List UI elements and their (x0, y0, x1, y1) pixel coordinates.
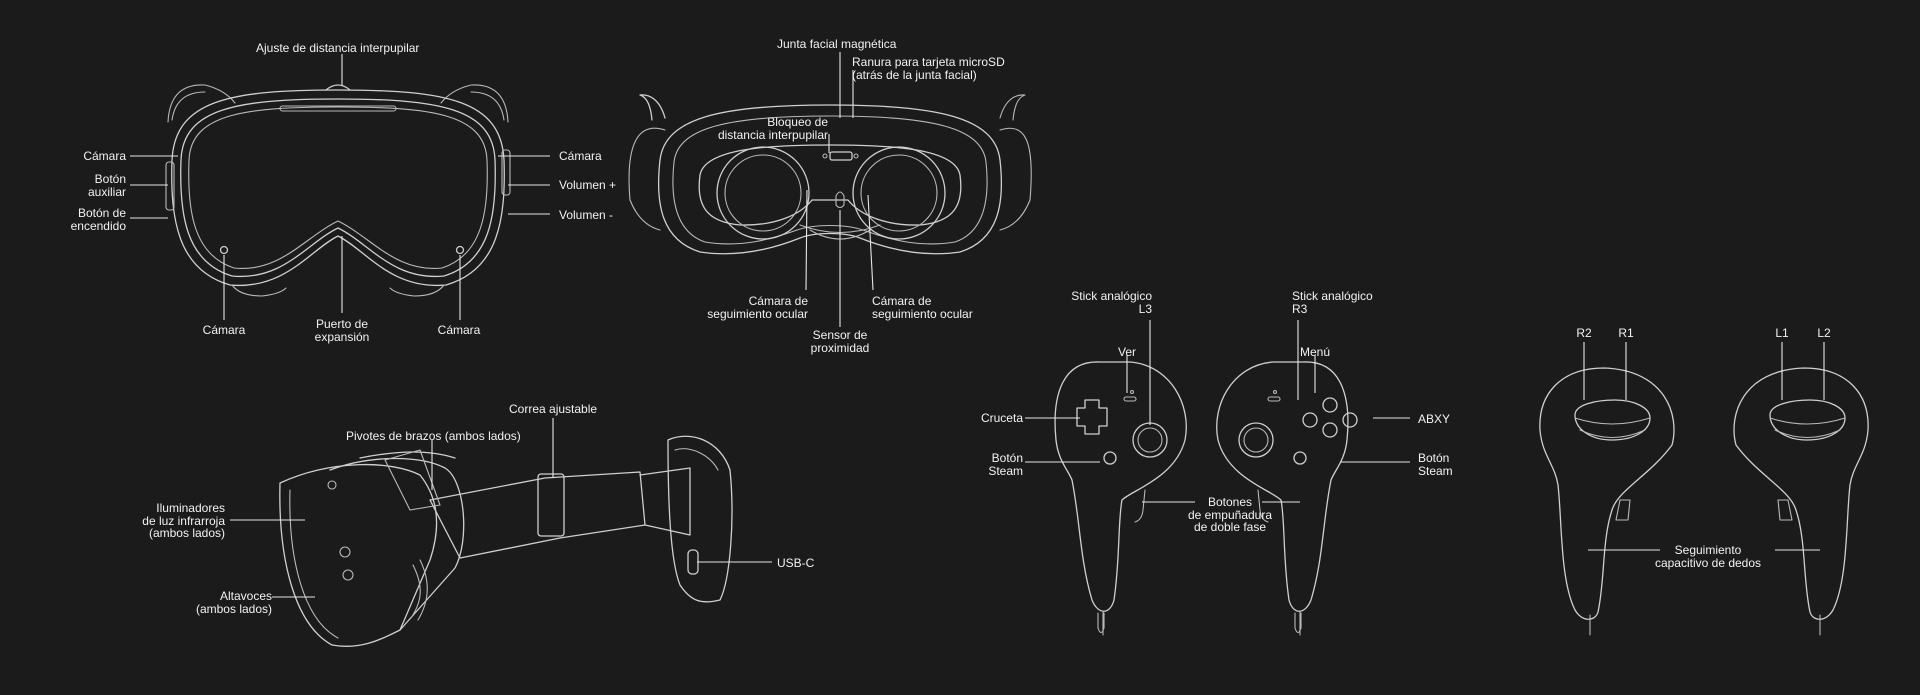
controller-right-illustration (1216, 361, 1358, 636)
label-grip-buttons: Botones de empuñadura de doble fase (1187, 495, 1273, 534)
headset-front-leaders (130, 54, 550, 320)
label-camera-bottom-left: Cámara (202, 323, 246, 337)
label-aux-button: Botón auxiliar (87, 172, 126, 199)
label-steam-right: Botón Steam (1418, 451, 1453, 478)
label-usb-c: USB-C (777, 556, 815, 570)
label-volume-down: Volumen - (559, 208, 614, 222)
label-finger-tracking: Seguimiento capacitivo de dedos (1654, 543, 1762, 570)
label-proximity-sensor: Sensor de proximidad (810, 328, 870, 355)
label-arm-pivots: Pivotes de brazos (ambos lados) (346, 429, 521, 443)
label-power-button: Botón de encendido (70, 206, 126, 233)
label-menu: Menú (1299, 345, 1331, 359)
controllers-back-leaders (1583, 342, 1825, 551)
label-camera-right: Cámara (559, 149, 602, 163)
headset-back-illustration (628, 94, 1032, 255)
label-l2: L2 (1817, 326, 1831, 340)
label-eye-camera-left: Cámara de seguimiento ocular (707, 294, 808, 321)
label-l1: L1 (1775, 326, 1789, 340)
label-r2: R2 (1576, 326, 1592, 340)
headset-side-leaders (230, 418, 772, 598)
label-r1: R1 (1618, 326, 1634, 340)
label-dpad: Cruceta (980, 411, 1023, 425)
label-microsd-slot: Ranura para tarjeta microSD (atrás de la… (852, 55, 1005, 82)
label-speakers: Altavoces (ambos lados) (195, 589, 272, 616)
label-steam-left: Botón Steam (988, 451, 1023, 478)
label-eye-camera-right: Cámara de seguimiento ocular (872, 294, 973, 321)
label-expansion-port: Puerto de expansión (314, 317, 370, 344)
headset-back-leaders (805, 52, 874, 327)
label-ir-illuminators: Iluminadores de luz infrarroja (ambos la… (142, 501, 225, 540)
label-camera-bottom-right: Cámara (437, 323, 481, 337)
label-ipd-adjust: Ajuste de distancia interpupilar (256, 41, 420, 55)
label-view: Ver (1117, 345, 1136, 359)
label-facial-gasket: Junta facial magnética (777, 37, 897, 51)
controller-right-back-illustration (1539, 367, 1675, 636)
headset-side-illustration (279, 435, 733, 647)
label-camera-left: Cámara (83, 149, 126, 163)
label-volume-up: Volumen + (559, 178, 617, 192)
controllers-front-leaders (1025, 320, 1410, 503)
label-stick-l3: Stick analógico L3 (1071, 289, 1152, 316)
headset-front-illustration (165, 84, 511, 297)
label-stick-r3: Stick analógico R3 (1292, 289, 1373, 316)
label-ipd-lock: Bloqueo de distancia interpupilar (717, 115, 828, 142)
label-adjustable-strap: Correa ajustable (509, 402, 598, 416)
controller-left-back-illustration (1733, 367, 1869, 636)
controller-left-illustration (1054, 361, 1187, 636)
label-abxy: ABXY (1418, 412, 1451, 426)
